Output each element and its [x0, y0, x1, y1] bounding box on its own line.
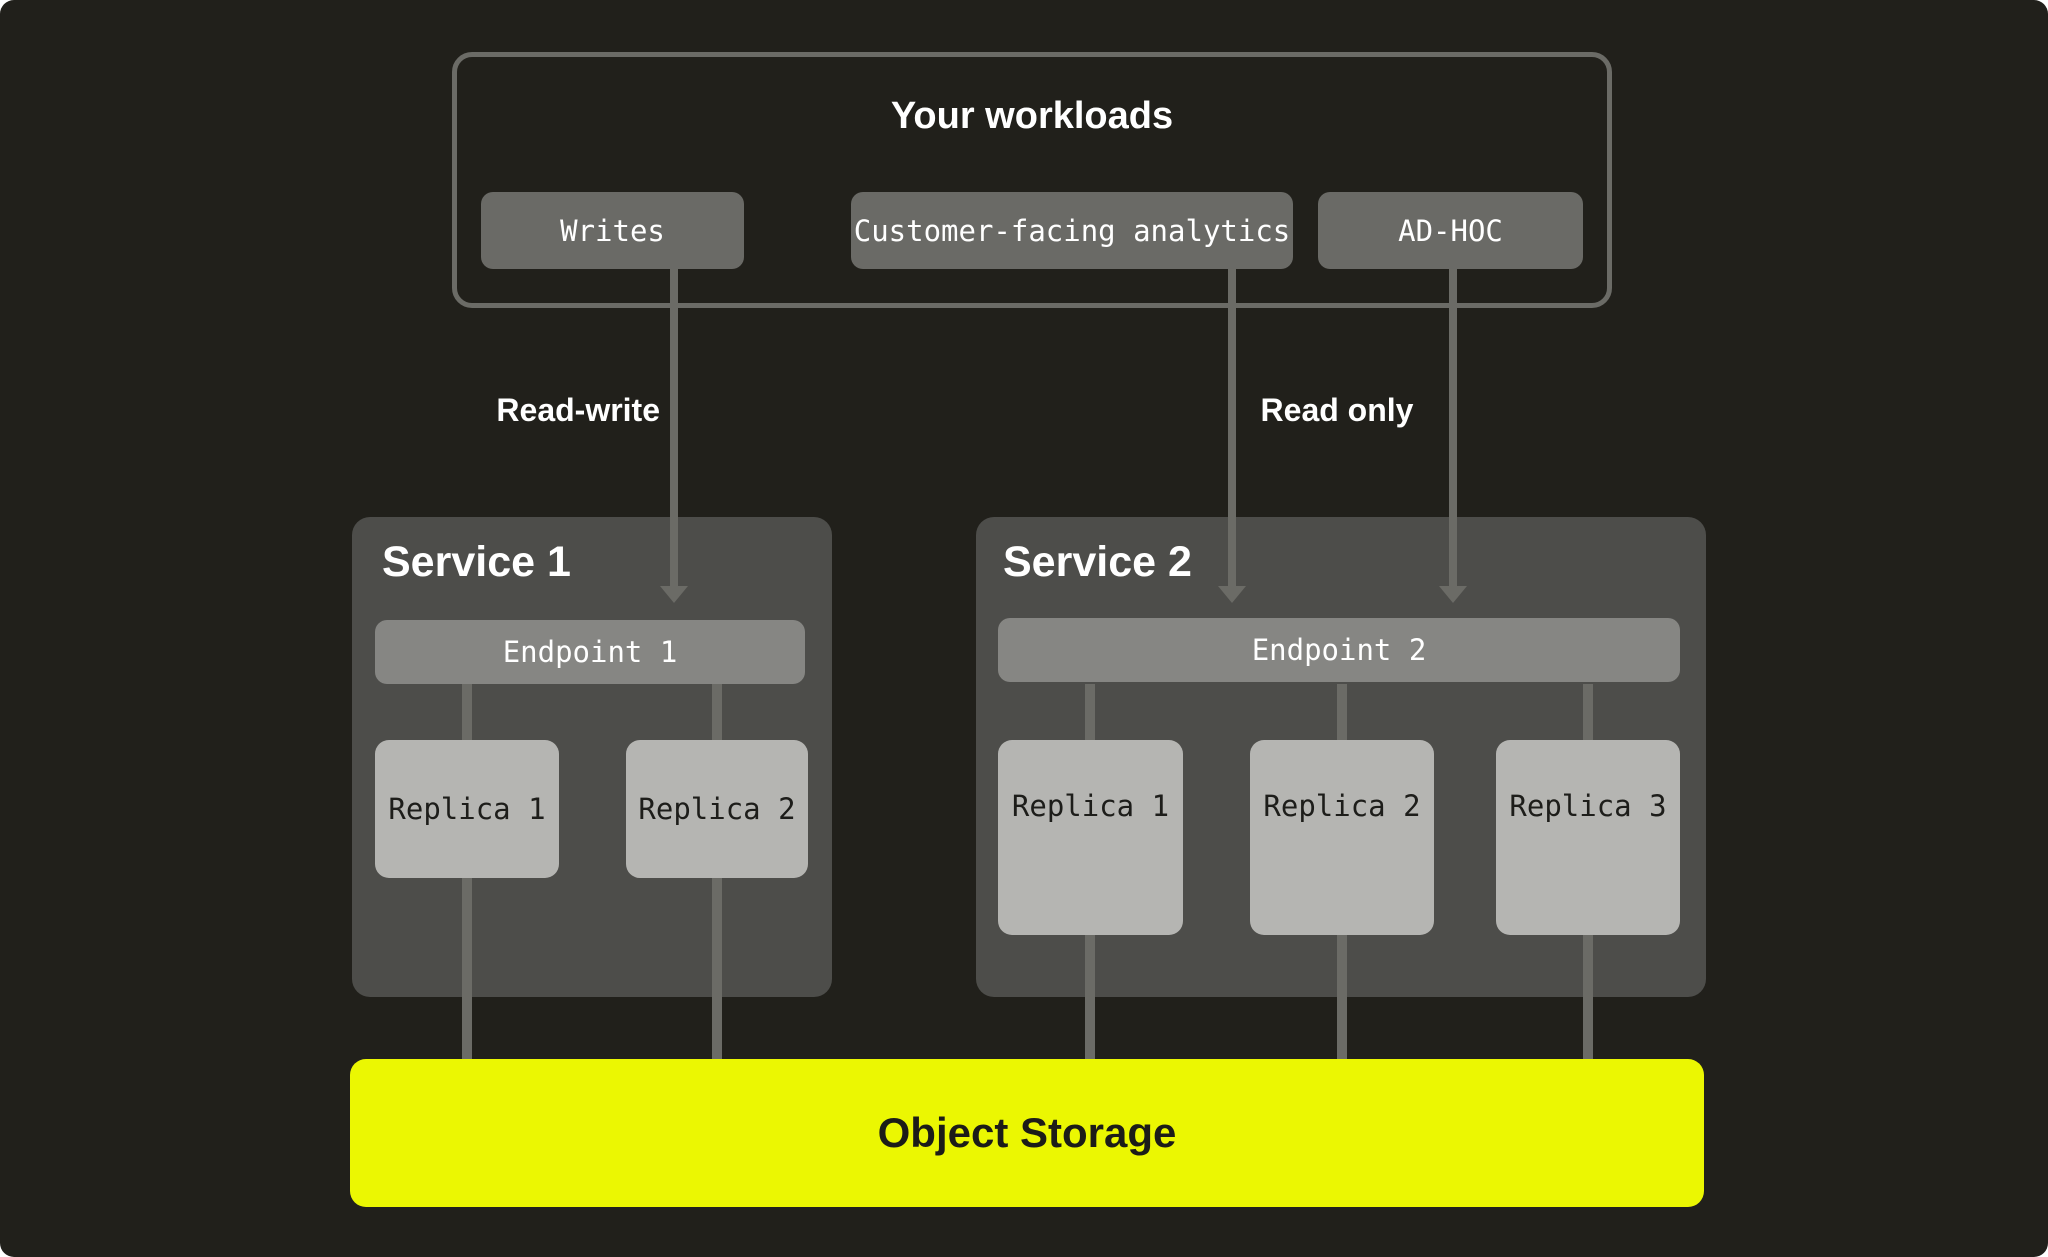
service-1-title: Service 1 [382, 538, 571, 586]
service-2-replica-2: Replica 2 [1250, 740, 1434, 935]
replica-label: Replica 1 [388, 792, 546, 826]
replica-label: Replica 3 [1509, 789, 1667, 823]
workload-chip-customer-facing-analytics-label: Customer-facing analytics [853, 213, 1291, 248]
endpoint-2-label: Endpoint 2 [1251, 633, 1427, 667]
service-1-replica-2: Replica 2 [626, 740, 808, 878]
service-2-title: Service 2 [1003, 538, 1192, 586]
workload-chip-ad-hoc: AD-HOC [1318, 192, 1583, 269]
replica-label: Replica 2 [638, 792, 796, 826]
replica-label: Replica 1 [1011, 789, 1170, 823]
workloads-title: Your workloads [890, 95, 1174, 137]
workload-chip-ad-hoc-label: AD-HOC [1398, 213, 1503, 248]
arrow-line-adhoc-to-endpoint-2 [1449, 268, 1457, 586]
arrow-line-writes-to-endpoint-1 [670, 268, 678, 586]
service-2-replica-3: Replica 3 [1496, 740, 1680, 935]
workload-chip-writes-label: Writes [560, 213, 665, 248]
replica-label: Replica 2 [1263, 789, 1421, 823]
endpoint-2-bar: Endpoint 2 [998, 618, 1680, 682]
workload-chip-customer-facing-analytics: Customer-facing analytics [851, 192, 1293, 269]
endpoint-1-bar: Endpoint 1 [375, 620, 805, 684]
workloads-frame [452, 52, 1612, 308]
read-only-label: Read only [1260, 392, 1414, 428]
object-storage-label: Object Storage [877, 1109, 1177, 1156]
endpoint-1-label: Endpoint 1 [502, 635, 678, 669]
arrow-head-icon [1218, 586, 1246, 603]
object-storage-bar: Object Storage [350, 1059, 1704, 1207]
workload-chip-writes: Writes [481, 192, 744, 269]
arrow-line-analytics-to-endpoint-2 [1228, 268, 1236, 586]
service-1-replica-1: Replica 1 [375, 740, 559, 878]
arrow-head-icon [1439, 586, 1467, 603]
arrow-head-icon [660, 586, 688, 603]
service-2-replica-1: Replica 1 [998, 740, 1183, 935]
read-write-label: Read-write [496, 392, 660, 428]
